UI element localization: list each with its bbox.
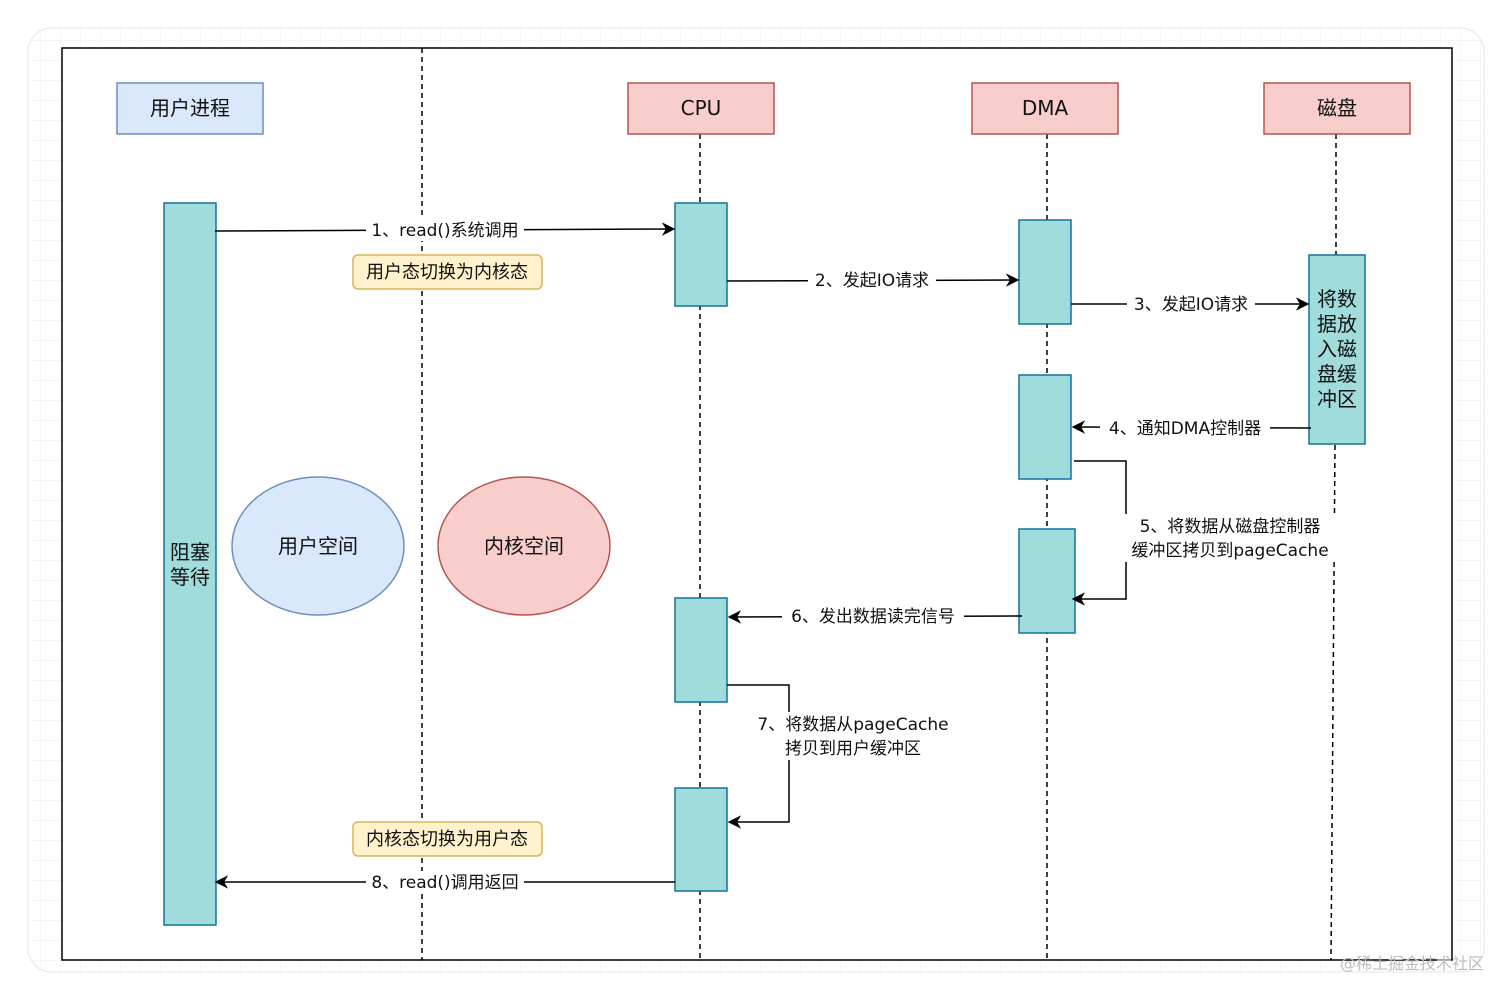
disk-header: 磁盘 — [1263, 82, 1411, 135]
disk-buffer-line-2: 据放 — [1317, 312, 1357, 336]
dma-activation-2 — [1018, 374, 1072, 480]
step-8-label-group: 8、read()调用返回 — [366, 871, 524, 893]
step-8-label: 8、read()调用返回 — [371, 873, 518, 893]
step-1-label: 1、read()系统调用 — [371, 221, 518, 241]
disk-buffer-line-4: 盘缓 — [1317, 362, 1357, 386]
to-kernel-label: 用户态切换为内核态 — [366, 262, 528, 283]
disk-label: 磁盘 — [1317, 96, 1357, 120]
to-kernel-note: 用户态切换为内核态 — [352, 254, 543, 290]
step-5-label-group: 5、将数据从磁盘控制器 缓冲区拷贝到pageCache — [1123, 514, 1337, 562]
step-2-label: 2、发起IO请求 — [815, 271, 929, 291]
dma-activation-1 — [1018, 219, 1072, 325]
step-5-label-line-1: 5、将数据从磁盘控制器 — [1140, 517, 1321, 537]
user-blocked-bar: 阻塞 等待 — [163, 202, 217, 926]
step-7-label-group: 7、将数据从pageCache 拷贝到用户缓冲区 — [752, 712, 954, 760]
user-process-header: 用户进程 — [116, 82, 264, 135]
dma-activation-3 — [1018, 528, 1076, 634]
to-user-label: 内核态切换为用户态 — [366, 829, 528, 850]
step-5-label-line-2: 缓冲区拷贝到pageCache — [1131, 541, 1328, 561]
cpu-activation-2 — [674, 597, 728, 703]
step-4-label: 4、通知DMA控制器 — [1109, 419, 1261, 439]
disk-buffer-line-1: 将数 — [1317, 287, 1357, 311]
blocked-line-1: 阻塞 — [170, 540, 210, 564]
watermark: @稀土掘金技术社区 — [1340, 954, 1484, 973]
user-space-label: 用户空间 — [278, 534, 358, 558]
disk-buffer-line-5: 冲区 — [1317, 387, 1357, 411]
dma-header: DMA — [971, 82, 1119, 135]
kernel-space-ellipse: 内核空间 — [437, 476, 611, 616]
step-1-label-group: 1、read()系统调用 — [366, 219, 524, 241]
dma-label: DMA — [1022, 96, 1069, 120]
kernel-space-label: 内核空间 — [484, 534, 564, 558]
step-3-label-group: 3、发起IO请求 — [1127, 293, 1255, 315]
to-user-note: 内核态切换为用户态 — [352, 821, 543, 857]
blocked-line-2: 等待 — [170, 565, 210, 589]
cpu-header: CPU — [627, 82, 775, 135]
step-4-label-group: 4、通知DMA控制器 — [1100, 417, 1270, 439]
cpu-label: CPU — [681, 96, 722, 120]
step-3-label: 3、发起IO请求 — [1134, 295, 1248, 315]
step-2-label-group: 2、发起IO请求 — [808, 269, 936, 291]
user-space-ellipse: 用户空间 — [231, 476, 405, 616]
step-7-label-line-2: 拷贝到用户缓冲区 — [785, 739, 921, 759]
user-process-label: 用户进程 — [150, 96, 230, 120]
cpu-activation-3 — [674, 787, 728, 892]
cpu-activation-1 — [674, 202, 728, 307]
disk-buffer-line-3: 入磁 — [1317, 337, 1357, 361]
disk-buffer-bar: 将数 据放 入磁 盘缓 冲区 — [1308, 254, 1366, 445]
step-7-label-line-1: 7、将数据从pageCache — [757, 715, 948, 735]
step-6-label-group: 6、发出数据读完信号 — [782, 605, 964, 627]
step-6-label: 6、发出数据读完信号 — [791, 607, 955, 627]
